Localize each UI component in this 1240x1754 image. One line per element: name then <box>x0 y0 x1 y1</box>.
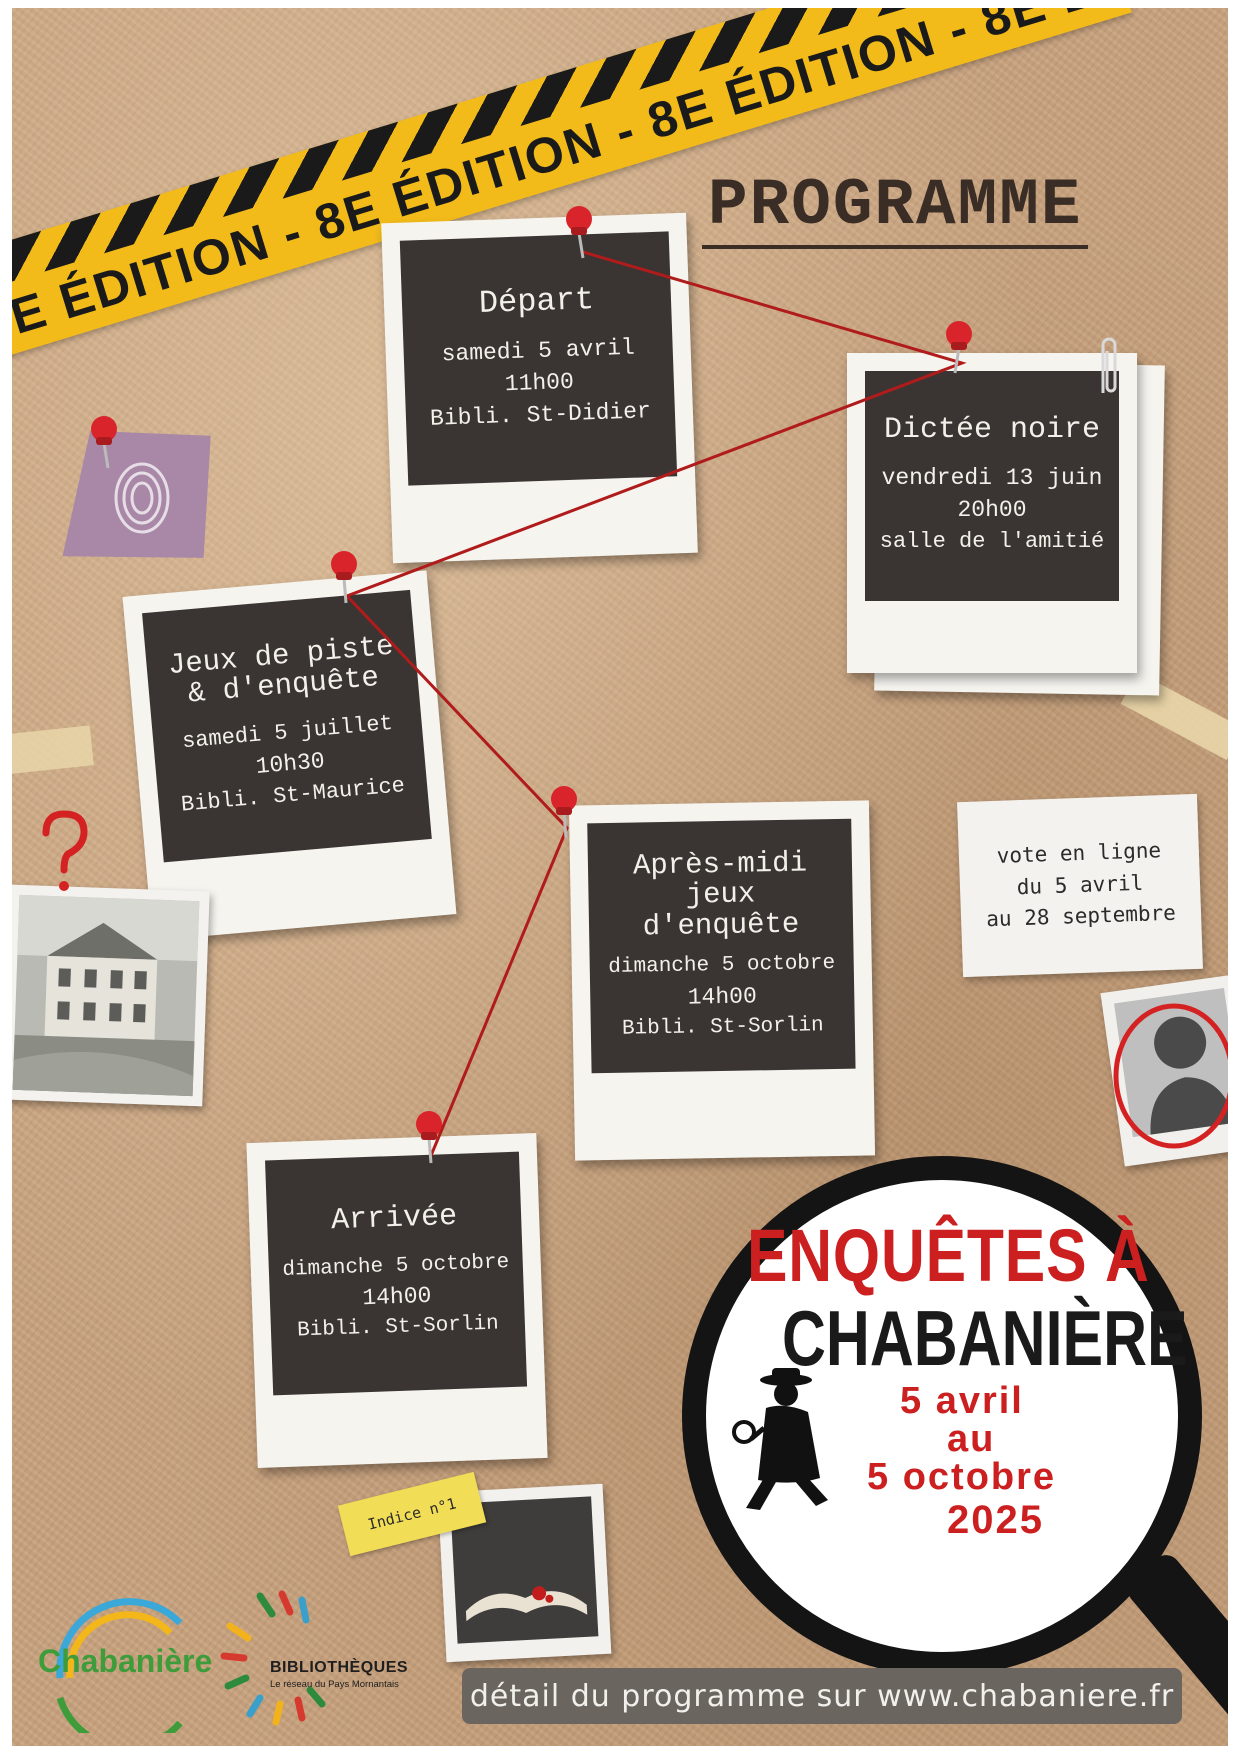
event-place: Bibli. St-Sorlin <box>621 1013 824 1041</box>
pushpin-icon <box>416 1111 442 1164</box>
masking-tape-left <box>12 725 94 775</box>
event-card-jeux-piste: Jeux de piste & d'enquête samedi 5 juill… <box>142 589 432 863</box>
chabaniere-logo-text: Chabanière <box>38 1643 213 1679</box>
building-photo <box>12 884 210 1107</box>
bibliotheques-title: BIBLIOTHÈQUES <box>270 1659 409 1676</box>
suspect-photo <box>1100 974 1228 1167</box>
event-title: Départ <box>478 281 595 323</box>
vote-line-2: du 5 avril <box>1016 870 1144 899</box>
event-place: salle de l'amitié <box>879 528 1105 554</box>
polaroid-jeux-piste: Jeux de piste & d'enquête samedi 5 juill… <box>122 570 457 941</box>
event-title: Arrivée <box>330 1200 458 1239</box>
detective-icon <box>732 1368 828 1510</box>
event-card-dictee: Dictée noire vendredi 13 juin 20h00 sall… <box>865 371 1119 601</box>
event-time: 14h00 <box>687 982 758 1011</box>
event-title: Dictée noire <box>883 412 1101 447</box>
pushpin-icon <box>551 786 577 839</box>
date-line-4: 2025 <box>947 1498 1044 1542</box>
polaroid-arrivee: Arrivée dimanche 5 octobre 14h00 Bibli. … <box>246 1133 548 1468</box>
polaroid-depart: Départ samedi 5 avril 11h00 Bibli. St-Di… <box>381 212 698 564</box>
paperclip-icon <box>1101 337 1117 393</box>
event-date: dimanche 5 octobre <box>608 952 836 980</box>
fingerprint-scrap <box>62 430 211 558</box>
event-title: Après-midi jeux d'enquête <box>632 846 808 944</box>
main-title-line-1: ENQUÊTES À <box>747 1214 1150 1297</box>
event-date: vendredi 13 juin <box>881 465 1103 492</box>
poster: 8E ÉDITION - 8E ÉDITION - 8E ÉDITION - 8… <box>12 8 1228 1746</box>
pushpin-icon <box>91 416 117 469</box>
event-date: samedi 5 avril <box>441 334 636 368</box>
polaroid-apres-midi: Après-midi jeux d'enquête dimanche 5 oct… <box>568 800 876 1161</box>
event-place: Bibli. St-Didier <box>429 398 652 433</box>
event-time: 20h00 <box>957 497 1027 524</box>
vote-note: vote en ligne du 5 avril au 28 septembre <box>957 793 1203 978</box>
event-card-arrivee: Arrivée dimanche 5 octobre 14h00 Bibli. … <box>265 1151 528 1396</box>
date-line-1: 5 avril <box>900 1380 1024 1422</box>
date-line-3: 5 octobre <box>867 1456 1057 1498</box>
event-card-apres-midi: Après-midi jeux d'enquête dimanche 5 oct… <box>587 818 856 1074</box>
event-card-depart: Départ samedi 5 avril 11h00 Bibli. St-Di… <box>399 231 678 486</box>
programme-title: PROGRAMME <box>702 168 1089 249</box>
vote-line-3: au 28 septembre <box>985 900 1177 932</box>
question-mark-icon <box>42 810 88 891</box>
main-title-line-2: CHABANIÈRE <box>782 1294 1188 1382</box>
pushpin-icon <box>331 551 357 604</box>
date-line-2: au <box>947 1418 996 1460</box>
bibliotheques-logo-icon <box>220 1590 326 1726</box>
polaroid-dictee: Dictée noire vendredi 13 juin 20h00 sall… <box>847 353 1137 673</box>
event-place: Bibli. St-Sorlin <box>296 1312 500 1343</box>
bibliotheques-subtitle: Le réseau du Pays Mornantais <box>270 1679 399 1690</box>
event-time: 11h00 <box>504 369 575 398</box>
red-circle-mark <box>1113 1003 1228 1149</box>
event-time: 14h00 <box>361 1282 432 1312</box>
pushpin-icon <box>946 321 972 374</box>
chabaniere-logo-icon <box>56 1598 183 1733</box>
footer-website[interactable]: détail du programme sur www.chabaniere.f… <box>462 1668 1182 1724</box>
event-title: Jeux de piste & d'enquête <box>166 629 395 711</box>
pushpin-icon <box>566 206 592 259</box>
event-date: dimanche 5 octobre <box>282 1250 510 1282</box>
book-photo <box>437 1483 612 1663</box>
